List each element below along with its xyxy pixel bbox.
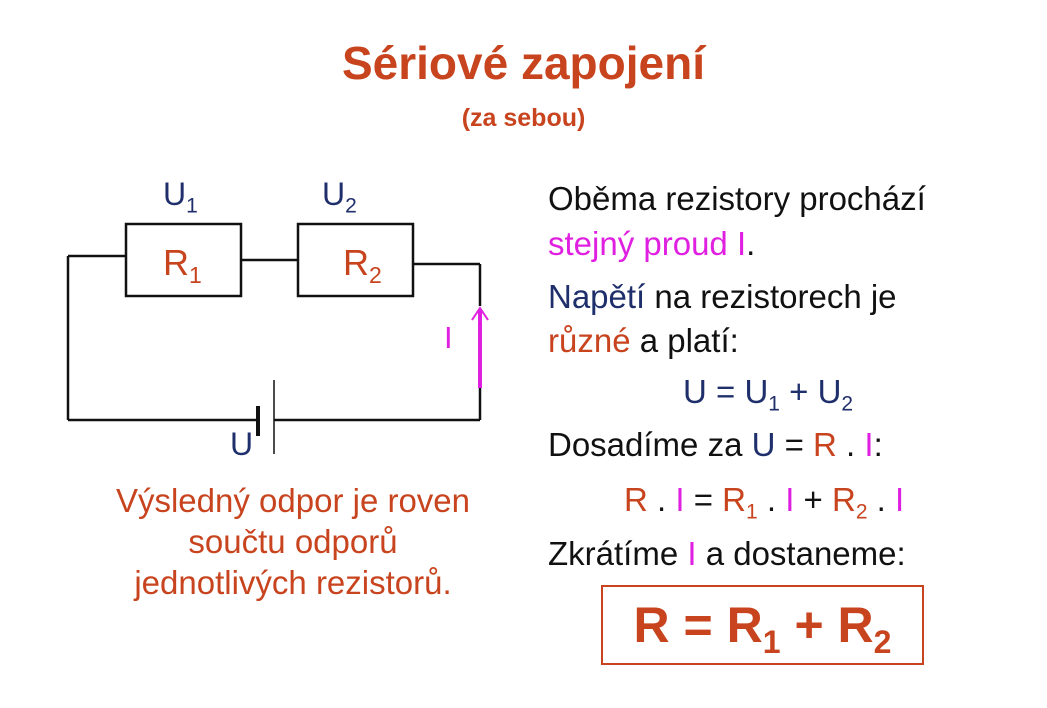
text-line-3: Napětí na rezistorech je bbox=[548, 278, 897, 315]
page-title: Sériové zapojení bbox=[341, 37, 705, 89]
result-line-1: Výsledný odpor je roven bbox=[115, 482, 471, 519]
equation-substituted: R . I = R1 . I + R2 . I bbox=[624, 481, 905, 524]
result-description: Výsledný odpor je roven součtu odporů je… bbox=[48, 480, 538, 603]
label-current: I bbox=[444, 320, 453, 355]
result-line-3: jednotlivých rezistorů. bbox=[134, 564, 452, 601]
current-arrow-head bbox=[471, 306, 489, 321]
result-line-2: součtu odporů bbox=[188, 523, 398, 560]
text-line-8: Zkrátíme I a dostaneme: bbox=[548, 535, 906, 572]
final-formula-box: R = R1 + R2 bbox=[601, 585, 924, 665]
text-line-2: stejný proud I. bbox=[548, 225, 756, 262]
label-r1: R1 bbox=[163, 242, 202, 289]
text-line-6: Dosadíme za U = R . I: bbox=[548, 426, 883, 463]
label-u2: U2 bbox=[322, 176, 357, 218]
label-u1: U1 bbox=[163, 176, 198, 218]
page-subtitle: (za sebou) bbox=[461, 104, 586, 132]
text-line-1: Oběma rezistory prochází bbox=[548, 180, 926, 217]
equation-voltage: U = U1 + U2 bbox=[683, 373, 854, 416]
label-r2: R2 bbox=[343, 242, 382, 289]
label-source-voltage: U bbox=[230, 426, 254, 462]
text-line-4: různé a platí: bbox=[548, 322, 739, 359]
resistor-r2 bbox=[296, 222, 415, 298]
